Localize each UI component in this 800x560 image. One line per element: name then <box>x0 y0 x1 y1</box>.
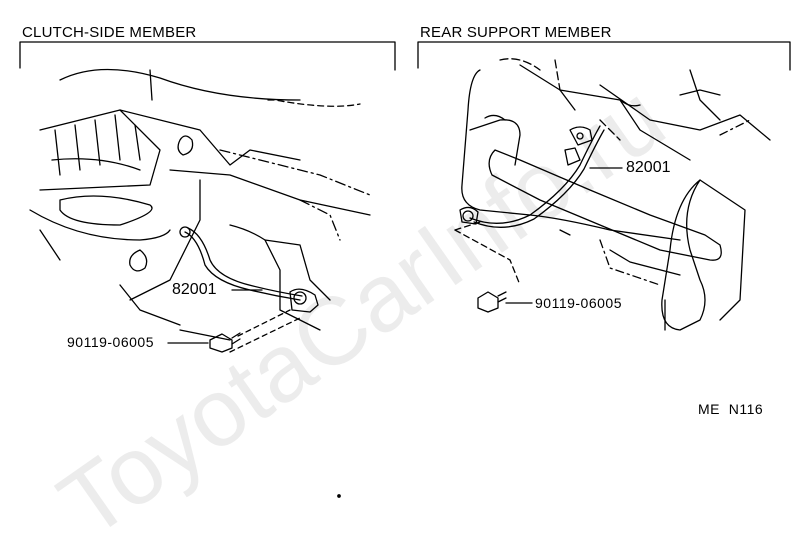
left-panel-bracket <box>19 41 396 71</box>
panel-heading-rear-support: REAR SUPPORT MEMBER <box>420 24 612 41</box>
part-number-label-left: 82001 <box>172 281 217 298</box>
wiring-illustration <box>19 41 791 498</box>
bolt-number-label-right: 90119-06005 <box>535 295 622 311</box>
panel-heading-clutch-side: CLUTCH-SIDE MEMBER <box>22 24 197 41</box>
clutch-side-member-drawing <box>29 68 371 353</box>
figure-code: ME N116 <box>698 401 764 417</box>
rear-support-member-drawing <box>454 58 771 331</box>
part-number-label-right: 82001 <box>626 159 671 176</box>
bolt-number-label-left: 90119-06005 <box>67 334 154 350</box>
right-panel-bracket <box>417 41 791 71</box>
